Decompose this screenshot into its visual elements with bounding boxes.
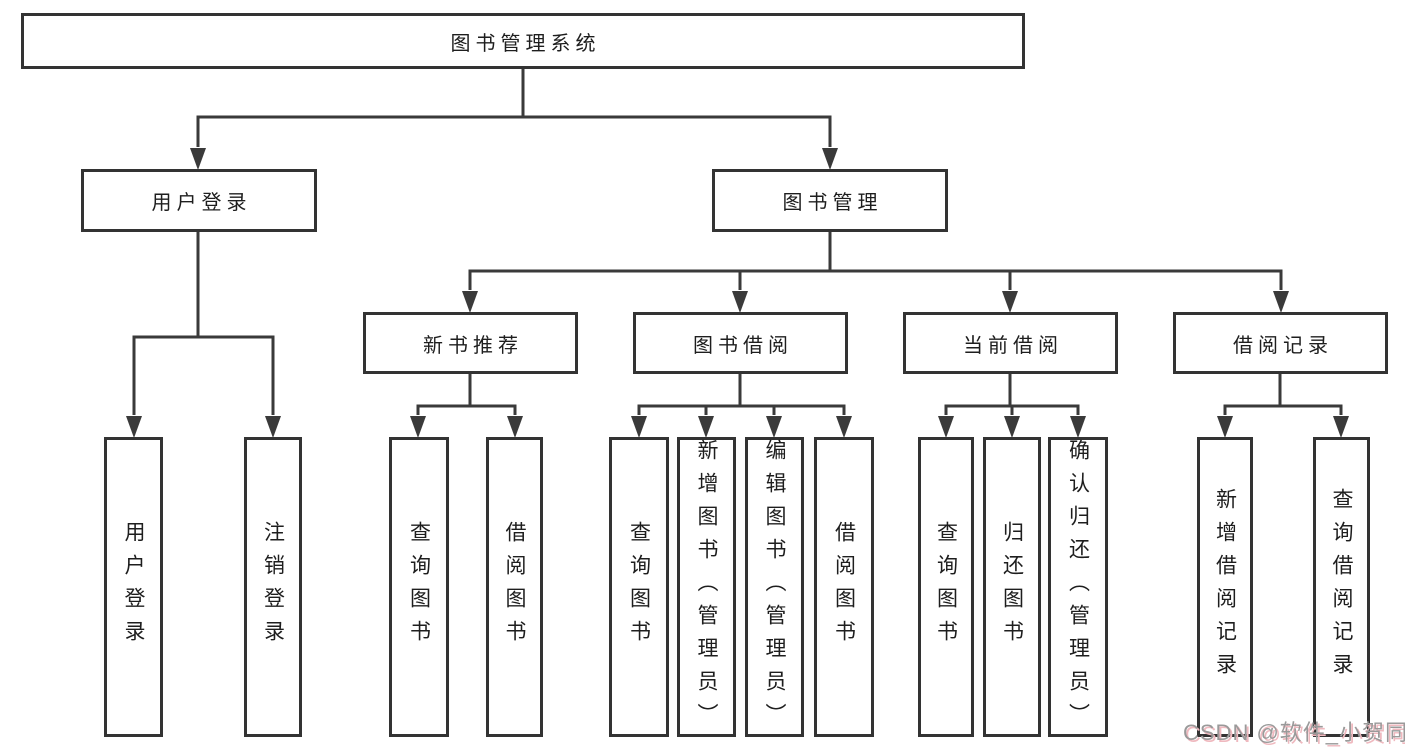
- leaf-br-query-record-label: 查询借阅记录: [1330, 488, 1353, 686]
- leaf-nb-query-book-label: 查询图书: [407, 521, 431, 653]
- node-new-book-recommend: 新书推荐: [363, 312, 578, 374]
- leaf-logout-login: 注销登录: [244, 437, 302, 737]
- leaf-bb-query-book: 查询图书: [609, 437, 669, 737]
- leaf-bb-query-book-label: 查询图书: [627, 521, 651, 653]
- node-borrow-records: 借阅记录: [1173, 312, 1388, 374]
- node-book-management: 图书管理: [712, 169, 948, 232]
- leaf-bb-borrow-book-label: 借阅图书: [832, 521, 856, 653]
- leaf-bb-add-book-admin: 新增图书（管理员）: [677, 437, 736, 737]
- leaf-br-add-record-label: 新增借阅记录: [1213, 488, 1237, 686]
- leaf-nb-borrow-book-label: 借阅图书: [503, 521, 526, 653]
- leaf-br-query-record: 查询借阅记录: [1313, 437, 1370, 737]
- node-root: 图书管理系统: [21, 13, 1025, 69]
- leaf-cb-confirm-return-admin-label: 确认归还（管理员）: [1066, 438, 1090, 736]
- leaf-bb-borrow-book: 借阅图书: [814, 437, 874, 737]
- leaf-nb-query-book: 查询图书: [389, 437, 449, 737]
- leaf-nb-borrow-book: 借阅图书: [486, 437, 543, 737]
- tree-branch-lines: [132, 69, 1343, 415]
- leaf-cb-return-book: 归还图书: [983, 437, 1041, 737]
- node-user-login-label: 用户登录: [151, 192, 252, 214]
- leaf-logout-login-label: 注销登录: [261, 521, 285, 653]
- leaf-cb-query-book-label: 查询图书: [934, 521, 958, 653]
- node-new-book-recommend-label: 新书推荐: [423, 334, 523, 357]
- node-borrow-records-label: 借阅记录: [1233, 334, 1333, 357]
- node-current-borrow-label: 当前借阅: [963, 334, 1063, 357]
- node-book-borrow: 图书借阅: [633, 312, 848, 374]
- leaf-user-login: 用户登录: [104, 437, 163, 737]
- node-current-borrow: 当前借阅: [903, 312, 1118, 374]
- leaf-br-add-record: 新增借阅记录: [1197, 437, 1253, 737]
- leaf-user-login-label: 用户登录: [122, 521, 145, 653]
- node-book-borrow-label: 图书借阅: [693, 334, 793, 357]
- leaf-cb-confirm-return-admin: 确认归还（管理员）: [1048, 437, 1108, 737]
- leaf-bb-add-book-admin-label: 新增图书（管理员）: [695, 438, 718, 736]
- arrowhead-icons: [126, 148, 1349, 438]
- leaf-cb-return-book-label: 归还图书: [1000, 521, 1024, 653]
- csdn-watermark: CSDN @软件_小贺同学: [1183, 720, 1405, 745]
- leaf-bb-edit-book-admin: 编辑图书（管理员）: [745, 437, 804, 737]
- node-root-label: 图书管理系统: [450, 32, 601, 55]
- node-user-login: 用户登录: [81, 169, 317, 232]
- leaf-bb-edit-book-admin-label: 编辑图书（管理员）: [763, 438, 786, 736]
- node-book-management-label: 图书管理: [782, 192, 883, 214]
- leaf-cb-query-book: 查询图书: [918, 437, 974, 737]
